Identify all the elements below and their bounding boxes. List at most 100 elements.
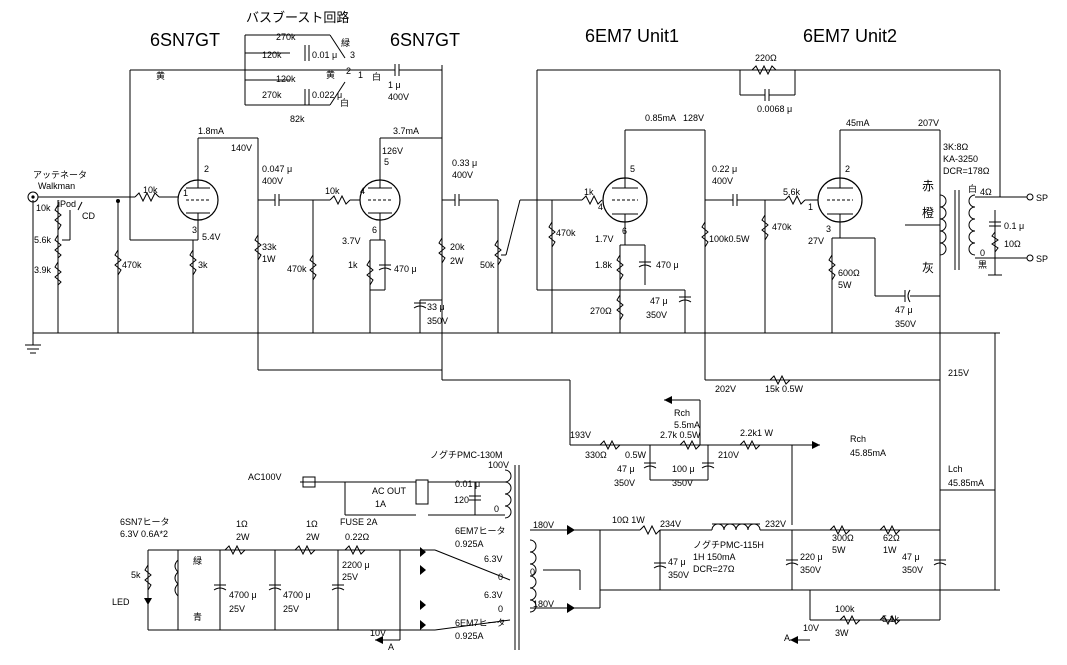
- r-270-k3-label: 270Ω: [590, 306, 612, 316]
- r-33k-watt: 1W: [262, 254, 276, 264]
- tube4-pin1: 1: [808, 202, 813, 212]
- c-4700b-label: 4700 μ: [283, 590, 311, 600]
- tube2-plate-v: 126V: [382, 146, 403, 156]
- c-00068-label: 0.0068 μ: [757, 104, 792, 114]
- r-1ohm-a-label: 1Ω: [236, 519, 248, 529]
- power-section: AC100V AC OUT 1A FUSE 2A ノグチPMC-130M 100…: [248, 449, 520, 650]
- rch-label-1: Rch: [674, 408, 690, 418]
- c-47u-b-label: 47 μ: [895, 305, 913, 315]
- tube2-cathode-v: 3.7V: [342, 236, 361, 246]
- tube3-plate-v: 128V: [683, 113, 704, 123]
- green-wire-label: 緑: [341, 37, 350, 48]
- switch-pos1: 1: [358, 70, 363, 80]
- heater-node-a: A: [388, 642, 394, 652]
- opt-white: 白: [968, 183, 977, 194]
- r-10k-g1-label: 10k: [143, 185, 158, 195]
- r-470k-g3-label: 470k: [556, 228, 576, 238]
- c-47u-c-label: 47 μ: [617, 464, 635, 474]
- hv-rectifier: 180V 180V 0 10Ω 1W 234V 232V ノグチPMC-115H…: [529, 515, 1000, 644]
- r-82k-label: 82k: [290, 114, 305, 124]
- tube2-pin4: 4: [360, 186, 365, 196]
- r-10k-in-label: 10k: [36, 203, 51, 213]
- heater-6em7-title-2: 6EM7ヒータ: [455, 618, 506, 628]
- hv-zero: 0: [530, 567, 535, 577]
- r-33k-label: 33k: [262, 242, 277, 252]
- tube1-cathode-v: 5.4V: [202, 232, 221, 242]
- lch-current: 45.85mA: [948, 478, 984, 488]
- c-1u-v: 400V: [388, 92, 409, 102]
- tube2-pin6: 6: [372, 225, 377, 235]
- tube4-plate-v: 207V: [918, 118, 939, 128]
- c-47u-e-v: 350V: [902, 565, 923, 575]
- r-100k3w-watt: 3W: [835, 628, 849, 638]
- r-220-label: 220Ω: [755, 53, 777, 63]
- r-2-2k-label: 2.2k1 W: [740, 428, 774, 438]
- heater-10v: 10V: [370, 628, 386, 638]
- r-20k-label: 20k: [450, 242, 465, 252]
- c-47u-e-label: 47 μ: [902, 552, 920, 562]
- attenuator-label: アッテネータ: [33, 170, 87, 180]
- pt-model: ノグチPMC-130M: [430, 449, 503, 460]
- tube1-pin2: 2: [204, 164, 209, 174]
- opt-zero: 0: [980, 248, 985, 258]
- ground-rail: [25, 200, 1000, 354]
- r-300-label: 300Ω: [832, 533, 854, 543]
- pt-120: 120: [454, 495, 469, 505]
- c-100u-label: 100 μ: [672, 464, 695, 474]
- c-01u-label: 0.1 μ: [1004, 221, 1024, 231]
- tube2-current: 3.7mA: [393, 126, 419, 136]
- tube3-pin4: 4: [598, 202, 603, 212]
- c-4700a-label: 4700 μ: [229, 590, 257, 600]
- v-234: 234V: [660, 519, 681, 529]
- cd-label: CD: [82, 211, 95, 221]
- r-10ohm-label: 10Ω: [1004, 239, 1021, 249]
- r-2-7k-label: 2.7k 0.5W: [660, 430, 701, 440]
- opt-red: 赤: [922, 179, 934, 193]
- tube1-plate-v: 140V: [231, 143, 252, 153]
- c-4700b-v: 25V: [283, 604, 299, 614]
- c-001b-label: 0.01 μ: [455, 479, 480, 489]
- c-47u-b-v: 350V: [895, 319, 916, 329]
- sec-6-3v-a: 6.3V: [484, 554, 503, 564]
- output-transformer: 3K:8Ω KA-3250 DCR=178Ω 赤 橙 灰 白 4Ω 0.1 μ …: [905, 142, 1048, 333]
- c-0047-v: 400V: [262, 176, 283, 186]
- tube4-pin3: 3: [826, 224, 831, 234]
- tube4-current: 45mA: [846, 118, 870, 128]
- c-4700a-v: 25V: [229, 604, 245, 614]
- choke-rating: 1H 150mA: [693, 552, 736, 562]
- ac-out-label: AC OUT: [372, 486, 407, 496]
- sec-0-b: 0: [498, 604, 503, 614]
- tube4-cathode-v: 27V: [808, 236, 824, 246]
- tube4-title: 6EM7 Unit2: [803, 26, 897, 46]
- opt-gray: 灰: [922, 261, 934, 275]
- r-10k-g2-label: 10k: [325, 186, 340, 196]
- sec-6-3v-b: 6.3V: [484, 590, 503, 600]
- feedback-network: 220Ω 0.0068 μ: [739, 53, 1001, 197]
- r-470k-g1-label: 470k: [122, 260, 142, 270]
- c-47u-c-v: 350V: [614, 478, 635, 488]
- r-10ohm1w-label: 10Ω 1W: [612, 515, 645, 525]
- r-1ohm-b-watt: 2W: [306, 532, 320, 542]
- c-47u-d-label: 47 μ: [668, 557, 686, 567]
- r-470k-g4-label: 470k: [772, 222, 792, 232]
- blue-wire-heater: 青: [193, 611, 202, 622]
- r-600-watt: 5W: [838, 280, 852, 290]
- fuse-label: FUSE 2A: [340, 517, 378, 527]
- walkman-label: Walkman: [38, 181, 75, 191]
- heater-6sn7-rating: 6.3V 0.6A*2: [120, 529, 168, 539]
- hv-180v-b: 180V: [533, 599, 554, 609]
- c-470u-k2-label: 470 μ: [394, 264, 417, 274]
- c-033-label: 0.33 μ: [452, 158, 477, 168]
- ipod-label: iPod: [58, 199, 76, 209]
- switch-pos3: 3: [350, 50, 355, 60]
- white-wire2-label: 白: [372, 71, 381, 82]
- r-5k-label: 5k: [131, 570, 141, 580]
- ac-out-amp: 1A: [375, 499, 386, 509]
- tube4-pin2: 2: [845, 164, 850, 174]
- c-2200-v: 25V: [342, 572, 358, 582]
- switch-pos2: 2: [346, 66, 351, 76]
- tube2-stage: 470k 10k 5 4 6 3.7mA 126V 3.7V 1k 470 μ …: [287, 65, 506, 380]
- r-120k-a-label: 120k: [262, 50, 282, 60]
- heater-6em7-rating-1: 0.925A: [455, 539, 484, 549]
- tube2-pin5: 5: [384, 157, 389, 167]
